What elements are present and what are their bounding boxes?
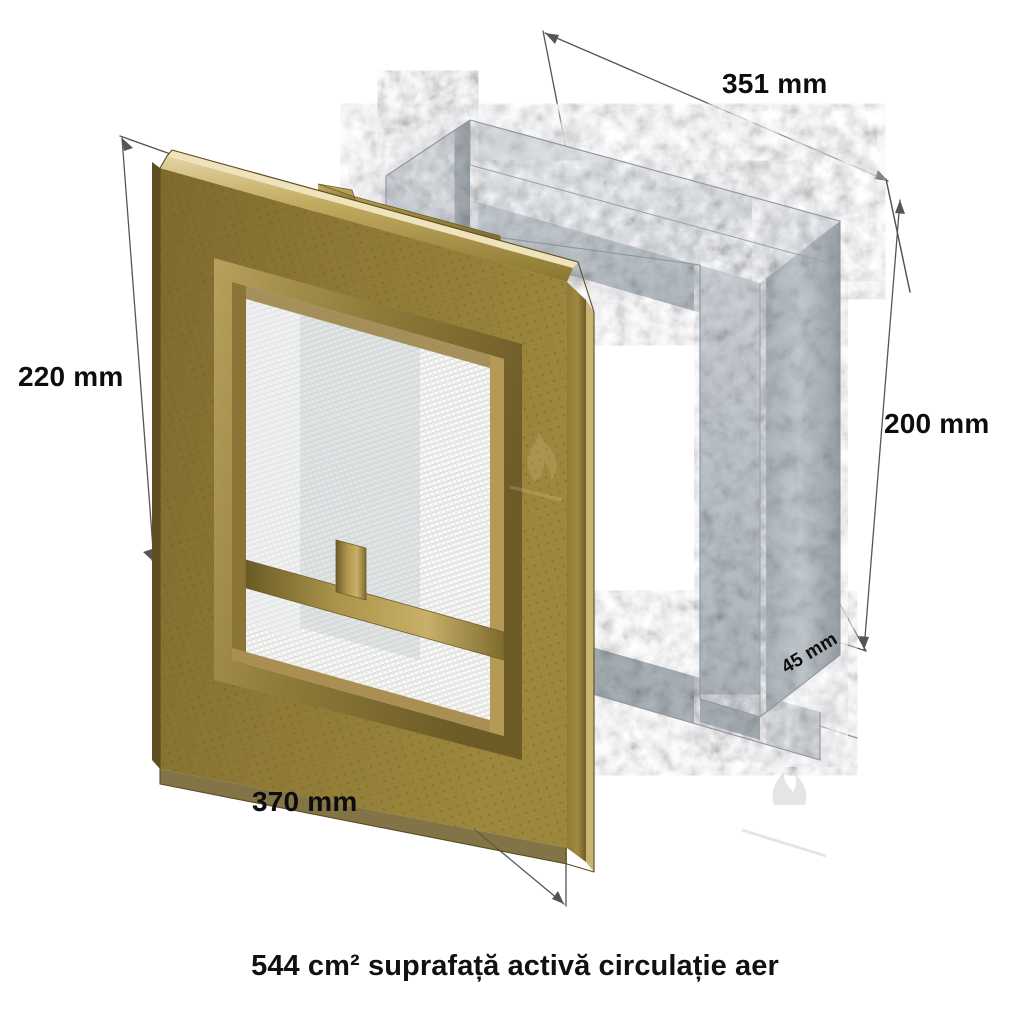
grille-support-stub	[335, 539, 367, 601]
grille-top-bevel	[160, 156, 573, 282]
grille-inner-lip-left	[232, 282, 246, 664]
grille-inner-lip-bottom	[232, 648, 504, 736]
grille-inner-lip-right	[490, 355, 504, 736]
dimension-label-200mm: 200 mm	[884, 408, 990, 439]
sleeve-right-post-front-face	[700, 265, 760, 717]
dimension-label-351mm: 351 mm	[722, 68, 828, 99]
grille-left-edge-thickness	[152, 162, 160, 769]
gold-grille-frame	[152, 149, 595, 873]
dimension-200mm	[835, 178, 911, 652]
grille-outline	[159, 149, 595, 873]
sleeve-right-post-outer-face	[760, 221, 840, 717]
sleeve-top-rail-front-face	[386, 176, 760, 330]
flame-watermark-icon-gold	[509, 433, 563, 502]
sleeve-bottom-front-sliver	[700, 699, 760, 740]
active-air-flow-area-caption: 544 cm² suprafață activă circulație aer	[251, 950, 779, 982]
dimension-label-370mm: 370 mm	[252, 786, 358, 817]
grille-right-edge-highlight	[586, 300, 594, 872]
sleeve-top-rail-top-face	[386, 120, 840, 283]
grille-inner-lip-top	[232, 282, 504, 372]
grille-top-highlight	[167, 150, 578, 268]
grille-bottom-edge-thickness	[160, 769, 567, 864]
sleeve-seen-through-mesh	[300, 300, 420, 660]
grille-right-edge-thickness	[567, 282, 586, 862]
dimension-label-220mm: 220 mm	[18, 361, 124, 392]
grille-centre-support-bar	[245, 559, 505, 661]
flame-watermark-icon	[741, 772, 827, 858]
